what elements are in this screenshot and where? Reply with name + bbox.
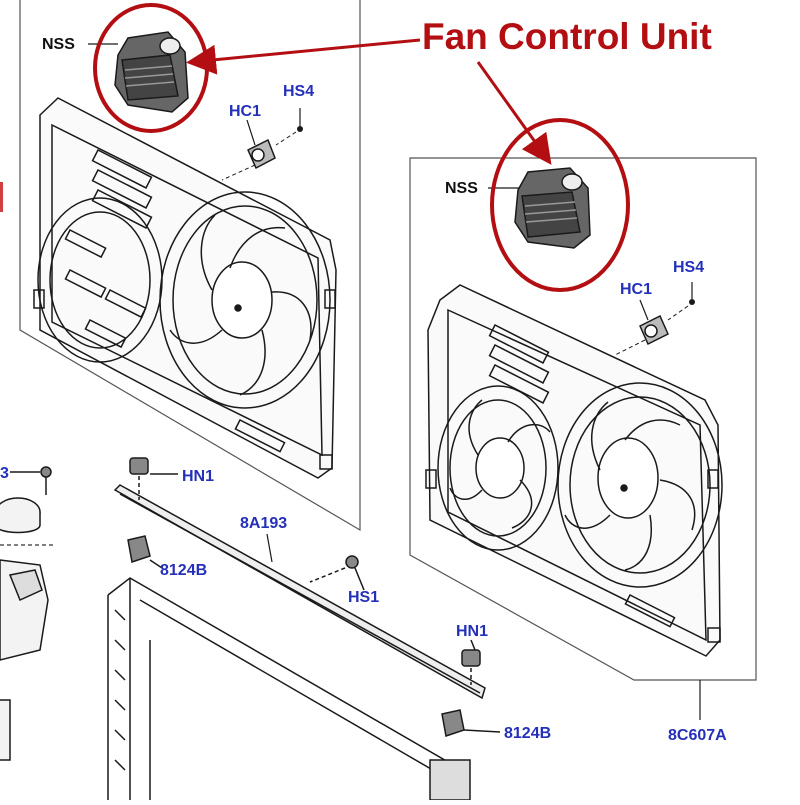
clip-8124b-left-label: 8124B — [160, 562, 208, 579]
bracket-8a193-label: 8A193 — [240, 515, 288, 532]
callout-arrow-right — [476, 61, 552, 165]
right-hc1-leader — [639, 299, 649, 321]
clip-8124b-right-label: 8124B — [504, 725, 552, 742]
bracket-8a193 — [113, 484, 486, 700]
coolant-reservoir — [0, 497, 55, 761]
hn1-bottom-label: HN1 — [456, 623, 489, 640]
right-hc1-label: HC1 — [620, 281, 653, 298]
left-assembly-frame — [19, 0, 361, 532]
hs1-screw — [309, 555, 365, 591]
edge-mark — [0, 182, 3, 212]
left-hs4-screw — [275, 108, 303, 146]
right-assembly-frame — [409, 157, 757, 681]
right-hc1-dash — [614, 339, 646, 356]
left-hc1-clip — [247, 138, 276, 170]
right-nss-label: NSS — [445, 180, 478, 197]
clip-8124b-right — [441, 709, 501, 737]
bracket-leader — [266, 533, 273, 563]
fan-control-unit-callout: Fan Control Unit — [422, 16, 712, 57]
clip-8124b-left — [127, 535, 163, 569]
left-hs4-label: HS4 — [283, 83, 315, 100]
hn1-nut-top — [129, 457, 178, 500]
left-hc1-dash — [221, 164, 256, 181]
hn1-top-label: HN1 — [182, 468, 215, 485]
left-nss-label: NSS — [42, 36, 75, 53]
left-hc1-leader — [246, 119, 256, 146]
radiator — [107, 577, 471, 801]
hs1-label: HS1 — [348, 589, 380, 606]
part-number-8c607a: 8C607A — [668, 727, 727, 744]
hn1-nut-bottom — [461, 639, 481, 685]
right-fcu-highlight — [490, 118, 630, 292]
right-fan-shroud — [425, 284, 723, 657]
callout-arrow-left — [186, 38, 421, 75]
reservoir-bolt — [10, 466, 52, 495]
left-fan-control-unit — [114, 31, 189, 113]
right-hs4-label: HS4 — [673, 259, 705, 276]
partial-label: 3 — [0, 465, 9, 482]
left-hc1-label: HC1 — [229, 103, 262, 120]
left-fan-shroud — [33, 97, 337, 479]
right-hc1-clip — [639, 314, 669, 346]
right-hs4-screw — [667, 282, 695, 321]
right-fan-control-unit — [514, 167, 591, 249]
